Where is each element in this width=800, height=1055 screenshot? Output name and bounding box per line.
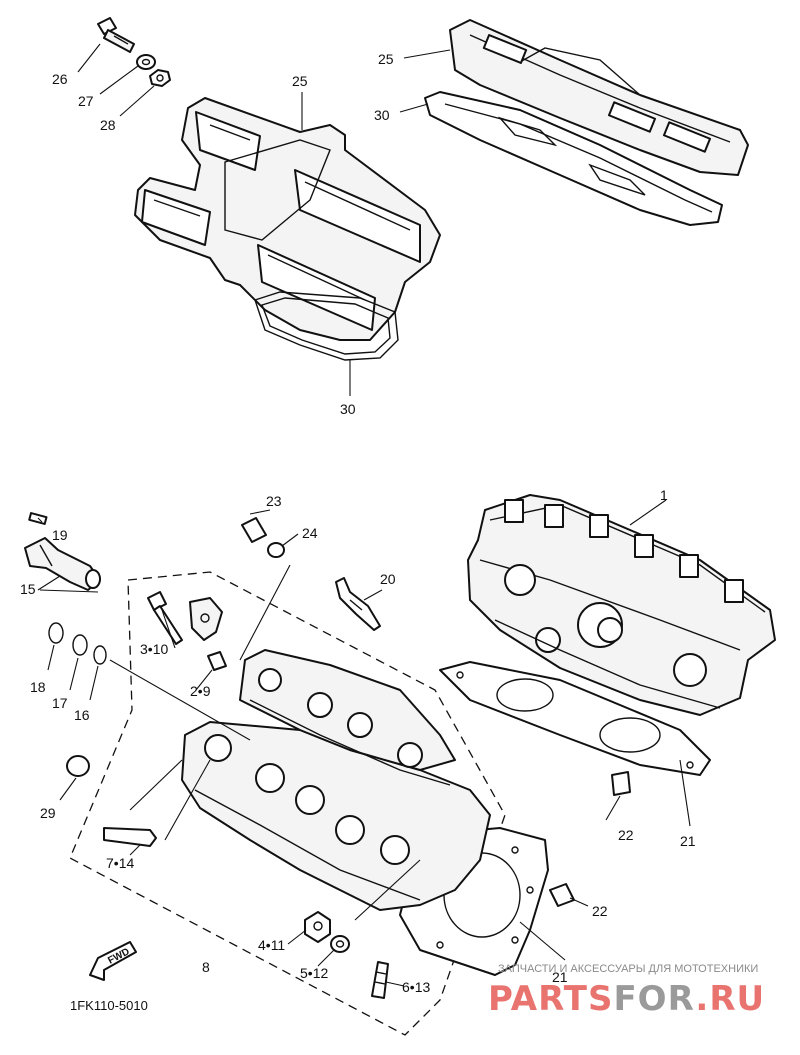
plug-24 — [267, 542, 285, 558]
spark-plug-sleeve-15 — [24, 537, 101, 591]
washer-27 — [136, 54, 156, 70]
callout-8: 8 — [202, 959, 210, 975]
callout-30-rear: 30 — [374, 107, 390, 123]
spark-plug-20 — [335, 577, 381, 631]
watermark-brand-b: FOR — [613, 979, 695, 1019]
callout-5-12: 5•12 — [300, 965, 328, 981]
watermark-brand: PARTSFOR.RU — [488, 979, 765, 1019]
callout-15: 15 — [20, 581, 36, 597]
watermark-brand-a: PARTS — [488, 979, 613, 1019]
dowel-2 — [207, 651, 227, 671]
head-gasket-21-right — [439, 661, 711, 776]
assembly-8-outline — [69, 571, 506, 1036]
callout-18: 18 — [30, 679, 46, 695]
o-ring-18 — [48, 622, 64, 644]
callout-22-lower: 22 — [592, 903, 608, 919]
callout-1: 1 — [660, 487, 668, 503]
head-cover-rear — [449, 19, 749, 176]
dowel-23 — [241, 517, 267, 543]
callout-25-rear: 25 — [378, 51, 394, 67]
nut-4 — [304, 911, 331, 943]
callout-7-14: 7•14 — [106, 855, 134, 871]
stud-7 — [103, 827, 157, 847]
callout-17: 17 — [52, 695, 68, 711]
dowel-22-upper — [611, 771, 631, 796]
leader-lines-upper — [77, 43, 451, 396]
callout-20: 20 — [380, 571, 396, 587]
callout-28: 28 — [100, 117, 116, 133]
cylinder-head-exploded — [181, 649, 491, 911]
callout-6-13: 6•13 — [402, 979, 430, 995]
callout-25-front: 25 — [292, 73, 308, 89]
callout-26: 26 — [52, 71, 68, 87]
watermark-tagline: ЗАПЧАСТИ И АКСЕССУАРЫ ДЛЯ МОТОТЕХНИКИ — [498, 963, 758, 975]
callout-23: 23 — [266, 493, 282, 509]
dowel-22-lower — [549, 883, 575, 907]
callout-30-front: 30 — [340, 401, 356, 417]
callout-21-right: 21 — [680, 833, 696, 849]
leader-lines-lower — [37, 499, 691, 987]
callout-3-10: 3•10 — [140, 641, 168, 657]
head-cover-front — [134, 97, 441, 341]
nut-28 — [149, 69, 171, 87]
callout-29: 29 — [40, 805, 56, 821]
forward-arrow-label: FWD — [106, 946, 131, 966]
callout-21-lower: 21 — [552, 969, 568, 985]
bracket-3 — [189, 597, 223, 641]
washer-5 — [330, 935, 350, 953]
callout-4-11: 4•11 — [258, 937, 285, 953]
stud-6 — [371, 961, 389, 999]
callout-24: 24 — [302, 525, 318, 541]
callout-22-upper: 22 — [618, 827, 634, 843]
bolt-3 — [147, 591, 183, 645]
watermark-brand-c: .RU — [695, 979, 765, 1019]
cylinder-head-1 — [467, 494, 776, 716]
bolt-26 — [97, 17, 135, 53]
callout-16: 16 — [74, 707, 90, 723]
cap-29 — [66, 755, 90, 777]
forward-arrow-icon — [89, 941, 137, 981]
gasket-front — [254, 291, 399, 361]
o-ring-16 — [93, 645, 107, 665]
diagram-code: 1FK110-5010 — [70, 998, 148, 1013]
callout-27: 27 — [78, 93, 94, 109]
o-ring-17 — [72, 634, 88, 656]
callout-2-9: 2•9 — [190, 683, 211, 699]
gasket-rear — [424, 91, 723, 226]
callout-19: 19 — [52, 527, 68, 543]
